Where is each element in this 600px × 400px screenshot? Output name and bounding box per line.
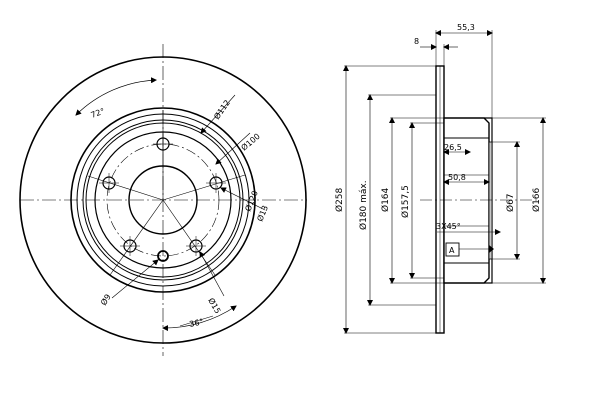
label-55-3: 55,3 — [457, 23, 475, 32]
label-dia-100: Ø100 — [239, 131, 262, 153]
leader-dia-13 — [220, 187, 266, 211]
bolt-pitch-circle — [106, 143, 220, 257]
label-dia-157-5: Ø157,5 — [400, 185, 411, 218]
angle-arc-72 — [75, 77, 157, 116]
label-dia-9: Ø9 — [98, 292, 113, 307]
leader-dia-112 — [200, 94, 236, 134]
label-dia-166: Ø166 — [531, 187, 542, 212]
label-dia-15: Ø15 — [206, 296, 223, 315]
label-8: 8 — [414, 37, 419, 46]
bolt-holes — [102, 137, 223, 262]
label-dia-258: Ø258 — [334, 187, 345, 212]
leader-dia-9 — [111, 259, 159, 299]
disc-outer-edge — [19, 56, 307, 344]
front-view — [19, 44, 307, 356]
label-chamfer: 3X45° — [436, 222, 461, 231]
label-dia-112: Ø112 — [211, 98, 232, 121]
label-26-5: 26,5 — [444, 143, 462, 152]
radial-lines — [87, 110, 246, 276]
hub-face-section — [488, 141, 493, 260]
label-dia-13: Ø13 — [255, 204, 270, 223]
leader-dia-15 — [199, 251, 225, 297]
label-50-8: 50,8 — [448, 173, 466, 182]
label-angle-72: 72° — [90, 107, 106, 120]
label-dia-67: Ø67 — [505, 193, 516, 212]
side-view — [343, 30, 546, 334]
label-dia-180-max: Ø180 máx. — [358, 180, 369, 230]
angle-arc-36 — [162, 305, 237, 332]
leader-36 — [179, 315, 214, 327]
hole-crosshairs — [99, 134, 226, 256]
friction-ring-inner-edge — [70, 107, 256, 293]
leader-dia-100 — [215, 132, 251, 165]
label-datum-a: A — [449, 246, 455, 255]
locating-hole — [157, 250, 169, 262]
label-dia-164: Ø164 — [380, 187, 391, 212]
label-angle-36: 36° — [189, 317, 205, 329]
label-dia-120: Ø120 — [243, 189, 260, 213]
datum-box — [445, 242, 460, 257]
